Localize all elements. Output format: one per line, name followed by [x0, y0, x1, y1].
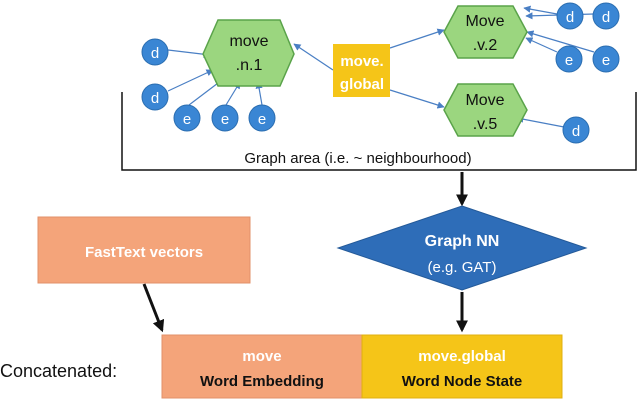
- svg-text:e: e: [602, 52, 610, 69]
- concat-left-line1: move: [242, 348, 281, 365]
- definition-node-4: d: [592, 2, 620, 30]
- global-node-line2: global: [340, 76, 384, 93]
- edge-global-to-v2: [389, 28, 445, 49]
- fasttext-box: FastText vectors: [37, 216, 251, 284]
- svg-text:e: e: [221, 111, 229, 128]
- concat-right-line2: Word Node State: [402, 373, 523, 390]
- edge-d3-to-v2: [523, 5, 558, 15]
- sense-node-v2-line1: Move: [465, 13, 504, 30]
- edge-global-to-v5: [389, 89, 445, 109]
- edge-d5-to-v5: [516, 115, 565, 128]
- example-node-4: e: [555, 45, 583, 73]
- sense-node-n1-line1: move: [229, 33, 268, 50]
- neighbour-circles: d d e e e d d e: [141, 2, 620, 144]
- svg-text:d: d: [566, 9, 574, 26]
- definition-node-2: d: [141, 83, 169, 111]
- definition-node-1: d: [141, 38, 169, 66]
- svg-text:d: d: [572, 123, 580, 140]
- fasttext-label: FastText vectors: [85, 244, 203, 261]
- graph-area-caption: Graph area (i.e. ~ neighbourhood): [244, 150, 471, 167]
- edge-d2-to-n1: [167, 69, 214, 92]
- gnn-diamond: Graph NN (e.g. GAT): [336, 205, 588, 291]
- definition-node-5: d: [562, 116, 590, 144]
- svg-text:d: d: [151, 90, 159, 107]
- svg-text:e: e: [183, 111, 191, 128]
- gnn-title: Graph NN: [425, 233, 500, 250]
- graph-area-bracket: [121, 92, 637, 171]
- sense-node-n1-line2: .n.1: [236, 57, 263, 74]
- edge-global-to-n1: [293, 43, 334, 71]
- gnn-subtitle: (e.g. GAT): [428, 259, 497, 276]
- sense-node-v5-line1: Move: [465, 92, 504, 109]
- sense-node-v5: Move .v.5: [443, 83, 528, 137]
- svg-text:d: d: [602, 9, 610, 26]
- example-node-2: e: [211, 104, 239, 132]
- concat-right-box: move.global Word Node State: [361, 334, 563, 399]
- concat-left-box: move Word Embedding: [161, 334, 363, 399]
- svg-text:d: d: [151, 45, 159, 62]
- global-node-line1: move.: [340, 53, 383, 70]
- example-node-5: e: [592, 45, 620, 73]
- sense-node-v2-line2: .v.2: [473, 37, 498, 54]
- edge-e5-to-v2: [526, 30, 595, 53]
- definition-node-3: d: [556, 2, 584, 30]
- sense-node-n1: move .n.1: [202, 19, 295, 87]
- concat-left-line2: Word Embedding: [200, 373, 324, 390]
- svg-text:e: e: [565, 52, 573, 69]
- example-node-1: e: [173, 104, 201, 132]
- svg-text:e: e: [258, 111, 266, 128]
- sense-node-v5-line2: .v.5: [473, 116, 498, 133]
- global-node: move. global: [333, 44, 390, 97]
- concat-label: Concatenated:: [0, 361, 117, 381]
- arrow-fasttext-to-concat: [142, 283, 165, 333]
- edge-e4-to-v2: [525, 37, 558, 53]
- sense-node-v2: Move .v.2: [443, 5, 528, 59]
- concat-right-line1: move.global: [418, 348, 506, 365]
- flow-arrows: [142, 172, 468, 333]
- example-node-3: e: [248, 104, 276, 132]
